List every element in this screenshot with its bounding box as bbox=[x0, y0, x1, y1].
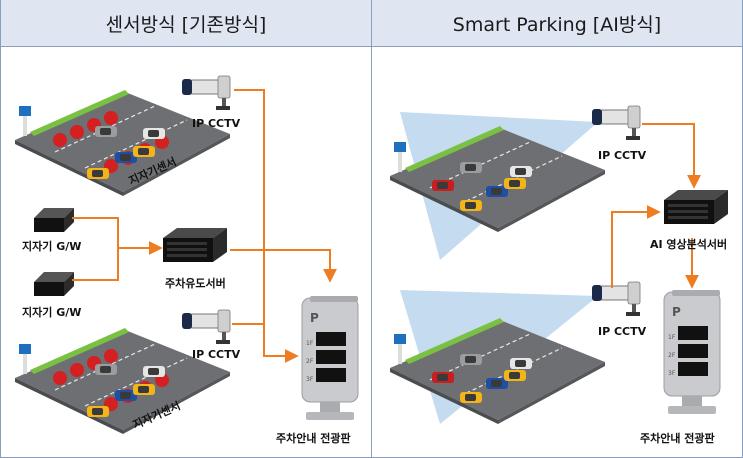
cctv-camera-icon bbox=[181, 75, 231, 111]
server-rack-icon bbox=[664, 190, 728, 224]
board-logo-left: P bbox=[310, 311, 319, 325]
board-row-2f-right: 2F bbox=[668, 352, 676, 359]
right-connection-lines bbox=[611, 123, 701, 289]
board-label-right: 주차안내 전광판 bbox=[640, 432, 715, 445]
cctv-camera-icon bbox=[591, 281, 641, 317]
cctv-camera-icon bbox=[591, 105, 641, 141]
left-connection-lines bbox=[72, 89, 337, 363]
left-panel-title: 센서방식 [기존방식] bbox=[1, 0, 371, 47]
panel-divider bbox=[371, 0, 372, 458]
board-logo-right: P bbox=[672, 305, 681, 319]
server-label-right: AI 영상분석서버 bbox=[650, 238, 728, 251]
cctv-label-top-right: IP CCTV bbox=[598, 149, 647, 162]
gateway-label-bottom: 지자기 G/W bbox=[22, 306, 82, 319]
gateway-device-icon bbox=[34, 272, 74, 296]
board-row-1f-right: 1F bbox=[668, 334, 676, 341]
board-row-1f-left: 1F bbox=[306, 340, 314, 347]
board-row-3f-left: 3F bbox=[306, 376, 314, 383]
cctv-camera-icon bbox=[181, 309, 231, 345]
gateway-label-top: 지자기 G/W bbox=[22, 240, 82, 253]
board-label-left: 주차안내 전광판 bbox=[276, 432, 351, 445]
parking-lot-bottom-left bbox=[14, 327, 231, 435]
board-row-2f-left: 2F bbox=[306, 358, 314, 365]
cctv-label-bottom-left: IP CCTV bbox=[192, 348, 241, 361]
parking-lot-top-left bbox=[14, 89, 231, 197]
cctv-label-bottom-right: IP CCTV bbox=[598, 325, 647, 338]
server-label-left: 주차유도서버 bbox=[165, 277, 226, 290]
cctv-label-top-left: IP CCTV bbox=[192, 117, 241, 130]
right-panel-title: Smart Parking [AI방식] bbox=[372, 0, 742, 47]
board-row-3f-right: 3F bbox=[668, 370, 676, 377]
server-rack-icon bbox=[163, 228, 227, 262]
gateway-device-icon bbox=[34, 208, 74, 232]
